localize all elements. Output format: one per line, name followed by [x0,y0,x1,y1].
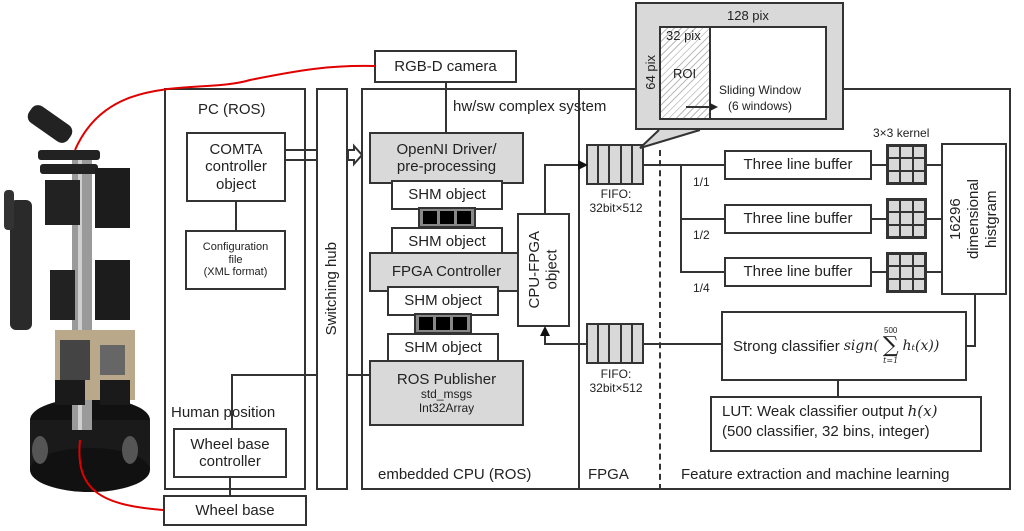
shared-memory-icon [414,313,472,334]
pc-ros-title: PC (ROS) [198,101,266,118]
strong-formula-prefix: sign( [843,338,879,354]
line-buffer-3-label: Three line buffer [743,263,853,281]
histogram-line-3: histgram [983,190,1000,248]
shm-object-2-label: SHM object [408,233,486,251]
sliding-window-line-1: Sliding Window [719,83,802,97]
fifo-output-line-1: FIFO: [600,367,632,381]
roi-width-label: 32 pix [666,28,701,43]
comta-label: COMTA controller object [205,141,267,193]
shm-object-4: SHM object [387,333,499,363]
strong-classifier-box: Strong classifier sign( 500 ∑ t=1 hₜ(x)) [721,311,967,381]
config-line-1: Configuration [202,241,269,254]
fifo-input-line-2: 32bit×512 [589,200,643,215]
shm-object-3-label: SHM object [404,292,482,310]
cpu-fpga-line-2: object [543,249,561,291]
strong-classifier-label: Strong classifier [733,337,840,355]
width-128-label: 128 pix [727,8,769,23]
ros-publisher-box: ROS Publisher std_msgs Int32Array [369,360,524,426]
scale-label-2: 1/2 [693,228,710,242]
human-position-label: Human position [171,404,276,421]
fifo-input-buffer [586,144,644,185]
roi-label: ROI [673,66,697,81]
comta-controller-object: COMTA controller object [186,132,286,202]
wheel-controller-line-2: controller [199,453,261,470]
hub-to-hwsw-arrow [347,143,364,167]
fpga-label: FPGA [588,466,629,483]
fifo-input-line-1: FIFO: [600,187,632,201]
shm-object-1-label: SHM object [408,186,486,204]
scale-label-1: 1/1 [693,175,710,189]
shm-object-1: SHM object [391,180,503,210]
switching-hub-label: Switching hub [323,242,341,336]
histogram-line-1: 16296 [947,198,964,240]
lut-weak-classifier-box: LUT: Weak classifier output h(x) (500 cl… [710,396,982,452]
config-line-2: file [228,253,243,266]
lut-line-1: LUT: Weak classifier output [722,403,904,420]
wheel-base-label: Wheel base [195,501,275,519]
histogram-line-2: dimensional [965,178,982,260]
wheel-controller-line-1: Wheel base [190,435,270,453]
histogram-box: 16296 dimensional histgram [941,143,1007,295]
openni-line-1: OpenNI Driver/ [396,140,497,158]
hwsw-system-title: hw/sw complex system [453,98,607,115]
kernel-grid-1 [886,144,927,185]
rgbd-camera-box: RGB-D camera [374,50,517,83]
shared-memory-icon [418,207,476,228]
line-buffer-2-label: Three line buffer [743,210,853,228]
fpga-controller-box: FPGA Controller [369,252,524,292]
openni-line-2: pre-processing [396,158,497,175]
ros-msg-line-1: std_msgs [420,386,473,401]
fifo-output-line-2: 32bit×512 [589,380,643,395]
wheel-base-box: Wheel base [163,495,307,526]
embedded-cpu-label: embedded CPU (ROS) [378,466,532,483]
fpga-controller-label: FPGA Controller [391,263,502,281]
fifo-input-label: FIFO: 32bit×512 [581,187,651,216]
lut-line-2: (500 classifier, 32 bins, integer) [722,422,930,440]
summation-symbol: 500 ∑ t=1 [882,326,899,365]
wheel-base-controller: Wheel base controller [173,428,287,478]
fifo-output-label: FIFO: 32bit×512 [581,367,651,396]
lut-formula: h(x) [907,402,938,420]
kernel-grid-2 [886,198,927,239]
roi-region [659,26,711,120]
line-buffer-2: Three line buffer [724,204,872,234]
scale-label-3: 1/4 [693,281,710,295]
kernel-label: 3×3 kernel [873,126,930,140]
ros-msg-line-2: Int32Array [418,400,475,415]
config-line-3: (XML format) [203,266,268,279]
cpu-fpga-object: CPU-FPGA object [517,213,570,327]
ros-publisher-label: ROS Publisher [396,370,497,388]
fifo-output-buffer [586,323,644,364]
kernel-grid-3 [886,252,927,293]
shm-object-3: SHM object [387,286,499,316]
sum-lower-limit: t=1 [883,356,899,365]
cpu-fpga-line-1: CPU-FPGA [526,231,544,309]
shm-object-4-label: SHM object [404,339,482,357]
switching-hub: Switching hub [316,88,348,490]
robot-photo [0,90,170,520]
rgbd-camera-label: RGB-D camera [394,57,497,75]
line-buffer-3: Three line buffer [724,257,872,287]
fpga-feature-dashed-divider [659,150,661,490]
comta-config-connector [235,202,237,230]
configuration-file-box: Configuration file (XML format) [185,230,286,290]
sum-upper-limit: 500 [884,326,898,335]
height-64-label: 64 pix [643,55,658,90]
strong-formula-suffix: hₜ(x)) [902,338,940,354]
cpu-fpga-divider [578,88,580,490]
openni-driver-box: OpenNI Driver/ pre-processing [369,132,524,184]
feature-extraction-label: Feature extraction and machine learning [681,466,950,483]
line-buffer-1-label: Three line buffer [743,156,853,174]
sliding-window-line-2: (6 windows) [728,99,793,113]
line-buffer-1: Three line buffer [724,150,872,180]
